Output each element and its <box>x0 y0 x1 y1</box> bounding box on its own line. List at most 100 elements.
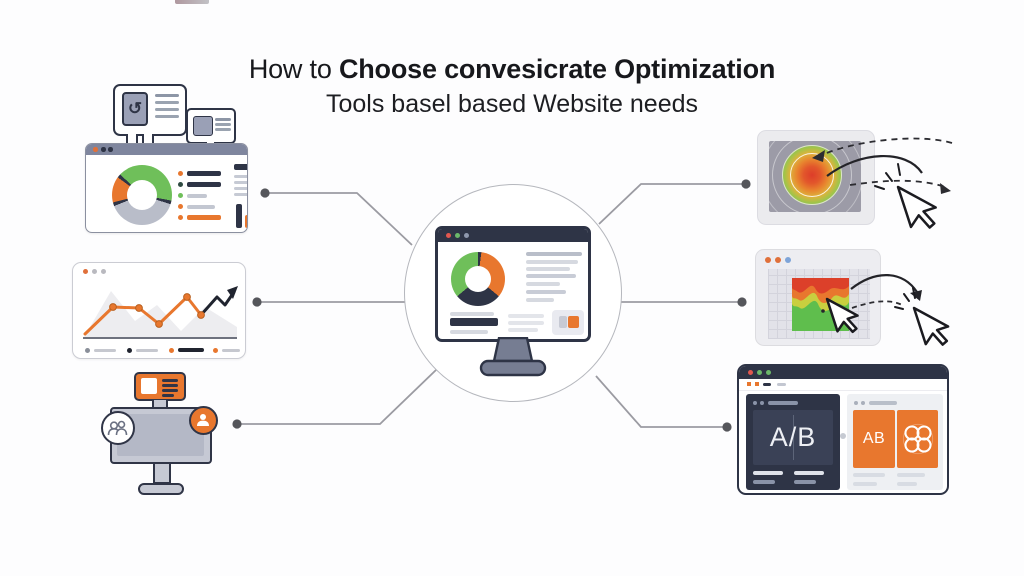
window-dot-blue <box>785 257 791 263</box>
ab-variant-panel-dark: A/B <box>746 394 840 490</box>
toggle-off-segment <box>559 316 567 328</box>
window-dot-green <box>757 370 762 375</box>
title-seg-bold: Choose <box>338 54 437 84</box>
placeholder-line <box>162 394 174 397</box>
center-hub-circle <box>404 184 622 402</box>
panel-title-line <box>869 401 897 405</box>
placeholder-line <box>234 187 247 190</box>
placeholder-line <box>155 94 179 97</box>
placeholder-line <box>508 314 544 318</box>
placeholder-line <box>526 267 570 271</box>
title-seg: convesicrate <box>436 54 615 84</box>
placeholder-line <box>234 181 247 184</box>
toggle-card <box>552 310 584 335</box>
panel-dot <box>854 401 858 405</box>
placeholder-line <box>187 215 221 220</box>
window-dot-red <box>446 233 451 238</box>
center-monitor <box>435 226 591 342</box>
donut-chart-icon <box>112 165 172 225</box>
connector-line <box>598 183 746 225</box>
mini-bar <box>245 215 247 228</box>
placeholder-line <box>508 328 538 332</box>
center-monitor-titlebar <box>438 229 588 242</box>
split-handle[interactable] <box>840 433 846 439</box>
panel-title-line <box>768 401 798 405</box>
connector-dot <box>737 297 747 307</box>
monitor-card-large: ↺ <box>113 84 187 136</box>
window-dot-gray <box>464 233 469 238</box>
dashboard-window <box>85 143 248 233</box>
placeholder-line <box>234 193 247 196</box>
top-edge-artifact <box>175 0 209 4</box>
ab-toolbar <box>739 379 947 391</box>
window-dot-gray <box>101 269 106 274</box>
list-bullet-orange <box>178 204 183 209</box>
placeholder-line <box>508 321 544 325</box>
placeholder-line <box>187 171 221 176</box>
placeholder-line <box>897 482 917 486</box>
panel-dot <box>753 401 757 405</box>
placeholder-line <box>526 252 582 256</box>
heatmap-hover-cursor <box>821 297 859 334</box>
dashboard-titlebar <box>86 144 247 155</box>
placeholder-line <box>853 473 885 477</box>
placeholder-line <box>526 274 576 278</box>
window-dot-gray <box>92 269 97 274</box>
placeholder-line <box>753 480 775 484</box>
legend-line <box>222 349 240 352</box>
ab-left-label: A/B <box>769 422 817 452</box>
list-bullet-green-dark <box>178 182 183 187</box>
screen-stand-neck <box>153 464 171 484</box>
arrow-up-icon <box>227 286 238 299</box>
arrowhead <box>812 150 825 162</box>
window-dot-red <box>748 370 753 375</box>
center-monitor-content <box>438 242 588 339</box>
panel-dot <box>760 401 764 405</box>
connector-line <box>237 369 437 425</box>
users-badge <box>101 411 135 445</box>
placeholder-line <box>162 389 178 392</box>
placeholder-line <box>155 108 179 111</box>
placeholder-line <box>162 384 178 387</box>
clover-icon <box>902 423 934 455</box>
connector-dot <box>741 179 751 189</box>
window-dot-navy <box>108 147 113 152</box>
title-seg: How to <box>248 54 339 84</box>
placeholder-line <box>526 282 560 286</box>
placeholder-heading <box>234 164 247 170</box>
placeholder-line <box>450 330 488 334</box>
placeholder-line <box>162 379 178 382</box>
list-bullet-green <box>178 193 183 198</box>
legend-line <box>136 349 158 352</box>
placeholder-line <box>526 290 566 294</box>
split-divider <box>793 415 794 460</box>
placeholder-line <box>155 115 179 118</box>
thumbnail-tile <box>193 116 213 136</box>
list-bullet-orange <box>178 215 183 220</box>
placeholder-line <box>794 471 824 475</box>
placeholder-line <box>526 298 554 302</box>
placeholder-line <box>853 482 877 486</box>
legend-dot-orange <box>213 348 218 353</box>
legend-dot-black <box>127 348 132 353</box>
placeholder-line <box>215 118 231 121</box>
panel-dot <box>861 401 865 405</box>
legend-dot-gray <box>85 348 90 353</box>
arrowhead <box>910 290 922 301</box>
placeholder-line <box>155 101 179 104</box>
placeholder-line <box>794 480 816 484</box>
trend-chart-window <box>72 262 246 359</box>
heatmap-panel <box>769 141 861 212</box>
placeholder-line <box>187 205 215 209</box>
user-badge <box>189 406 218 435</box>
connector-line <box>265 192 413 246</box>
window-dot-orange <box>775 257 781 263</box>
monitor-card-small <box>186 108 236 144</box>
cursor-icon <box>825 297 859 334</box>
window-dot-green <box>766 370 771 375</box>
refresh-icon: ↺ <box>127 99 143 118</box>
ab-preview-screen: A/B <box>753 410 833 465</box>
connector-dot <box>252 297 262 307</box>
window-dot-navy <box>101 147 106 152</box>
